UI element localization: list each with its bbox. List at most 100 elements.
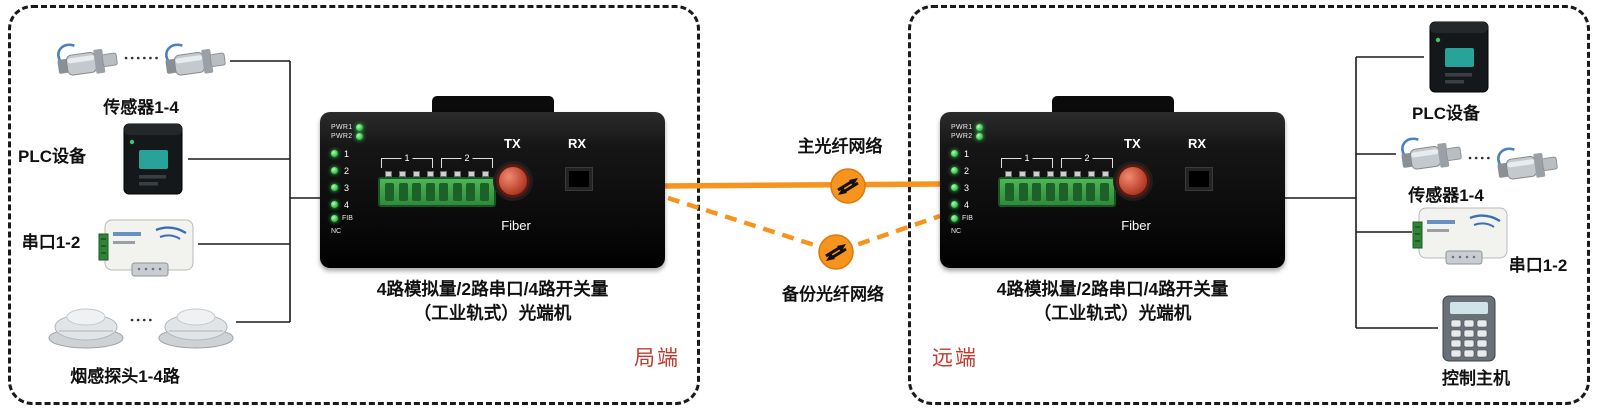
pwr2-label: PWR2 — [951, 133, 973, 140]
channel-led — [951, 184, 958, 191]
sensor-icon — [57, 43, 118, 76]
converter-caption-remote: 4路模拟量/2路串口/4路开关量 （工业轨式）光端机 — [950, 277, 1275, 325]
channel-led — [331, 167, 338, 174]
nc-label: NC — [331, 227, 342, 235]
rx-label: RX — [1188, 136, 1207, 151]
smoke-label-local: 烟感探头1-4路 — [70, 367, 180, 386]
caption-line-1: 4路模拟量/2路串口/4路开关量 — [996, 279, 1229, 299]
fiber-converter-local: PWR1 PWR2 1 2 3 4 FIB NC 1 2 — [320, 96, 665, 268]
channel-led-row-2: 2 — [951, 166, 995, 176]
channel-led-label: 1 — [344, 148, 350, 159]
rx-label: RX — [568, 136, 587, 151]
channel-led-label: 3 — [344, 182, 350, 193]
fiber-tx-connector — [1116, 164, 1150, 198]
terminal-group-brackets: 1 2 — [378, 153, 496, 168]
channel-led-label: 3 — [964, 182, 970, 193]
plc-label-local: PLC设备 — [18, 147, 86, 166]
fib-label: FIB — [342, 214, 353, 222]
pwr1-led — [356, 124, 364, 131]
pwr1-label: PWR1 — [951, 124, 973, 131]
terminal-block — [998, 177, 1116, 207]
sensor-icon — [1497, 147, 1558, 180]
fiber-label: Fiber — [1121, 218, 1151, 233]
tx-label: TX — [504, 136, 521, 151]
nc-row: NC — [951, 227, 995, 235]
terminal-block — [378, 177, 496, 207]
pwr1-row: PWR1 — [331, 123, 375, 132]
channel-led-row-3: 3 — [951, 182, 995, 193]
plc-label-remote: PLC设备 — [1412, 104, 1480, 123]
main-fiber-line — [662, 181, 943, 189]
backup-fiber-node — [816, 232, 856, 277]
converter-caption-local: 4路模拟量/2路串口/4路开关量 （工业轨式）光端机 — [330, 277, 655, 325]
smoke-detector-1-local — [46, 296, 126, 355]
serial-device-local — [98, 210, 198, 283]
converter-front-panel: PWR1 PWR2 1 2 3 4 FIB NC 1 2 — [320, 112, 665, 268]
terminal-group-1: 1 — [381, 153, 433, 168]
led-column: PWR1 PWR2 1 2 3 4 FIB NC — [331, 123, 375, 235]
fiber-converter-remote: PWR1 PWR2 1 2 3 4 FIB NC 1 2 — [940, 96, 1285, 268]
channel-led — [331, 201, 338, 208]
fiber-tx-connector — [496, 164, 530, 198]
group1-label: 1 — [401, 153, 413, 163]
channel-led — [331, 184, 338, 191]
channel-led-row-4: 4 — [331, 200, 375, 210]
pwr1-row: PWR1 — [951, 123, 995, 132]
pwr2-led — [356, 133, 364, 140]
sensor-icon — [1401, 137, 1462, 170]
main-fiber-label: 主光纤网络 — [797, 137, 883, 156]
host-label-remote: 控制主机 — [1442, 369, 1510, 388]
sensor-label-local: 传感器1-4 — [103, 98, 179, 117]
fib-row: FIB — [951, 214, 995, 222]
sensor-label-remote: 传感器1-4 — [1408, 186, 1484, 205]
caption-line-2: （工业轨式）光端机 — [1033, 303, 1192, 323]
channel-led-row-3: 3 — [331, 182, 375, 193]
serial-label-local: 串口1-2 — [21, 233, 81, 252]
serial-converter-icon — [1412, 207, 1508, 265]
serial-label-remote: 串口1-2 — [1508, 256, 1568, 275]
sensor-cable — [57, 43, 75, 63]
tx-label: TX — [1124, 136, 1141, 151]
sensor-device-1-local — [49, 31, 126, 95]
pwr2-row: PWR2 — [331, 132, 375, 141]
channel-led — [951, 167, 958, 174]
fiber-transceiver-icon — [830, 168, 866, 204]
channel-led-row-1: 1 — [951, 149, 995, 159]
terminal-pins — [998, 171, 1116, 177]
main-fiber-node — [828, 166, 868, 211]
group1-label: 1 — [1021, 153, 1033, 163]
channel-led — [331, 150, 338, 157]
channel-led-row-1: 1 — [331, 148, 375, 159]
fib-led — [951, 214, 958, 222]
fib-row: FIB — [331, 214, 375, 222]
channel-led — [951, 150, 958, 157]
led-column: PWR1 PWR2 1 2 3 4 FIB NC — [951, 123, 995, 235]
sensor-device-1-remote — [1393, 125, 1470, 189]
nc-label: NC — [951, 227, 962, 235]
terminal-pins — [378, 171, 496, 177]
terminal-group-brackets: 1 2 — [998, 153, 1116, 168]
smoke-detector-2-local — [156, 296, 236, 355]
sensor-icon — [165, 43, 226, 76]
group2-label: 2 — [1081, 153, 1093, 163]
site-label-local: 局端 — [634, 347, 680, 370]
control-host-icon — [1442, 295, 1496, 362]
fiber-label: Fiber — [501, 218, 531, 233]
backup-fiber-label: 备份光纤网络 — [782, 285, 884, 304]
caption-line-2: （工业轨式）光端机 — [413, 303, 572, 323]
fiber-transceiver-icon — [818, 234, 854, 270]
pwr1-label: PWR1 — [331, 124, 353, 131]
plc-device-local — [118, 120, 188, 203]
channel-led-row-4: 4 — [951, 200, 995, 210]
pwr2-label: PWR2 — [331, 133, 353, 140]
terminal-area: 1 2 — [378, 153, 496, 207]
terminal-area: 1 2 — [998, 153, 1116, 207]
smoke-detector-icon — [48, 308, 124, 349]
channel-led — [951, 201, 958, 208]
pwr2-row: PWR2 — [951, 132, 995, 141]
nc-row: NC — [331, 227, 375, 235]
fib-led — [331, 214, 338, 222]
group2-label: 2 — [461, 153, 473, 163]
channel-led-row-2: 2 — [331, 166, 375, 176]
